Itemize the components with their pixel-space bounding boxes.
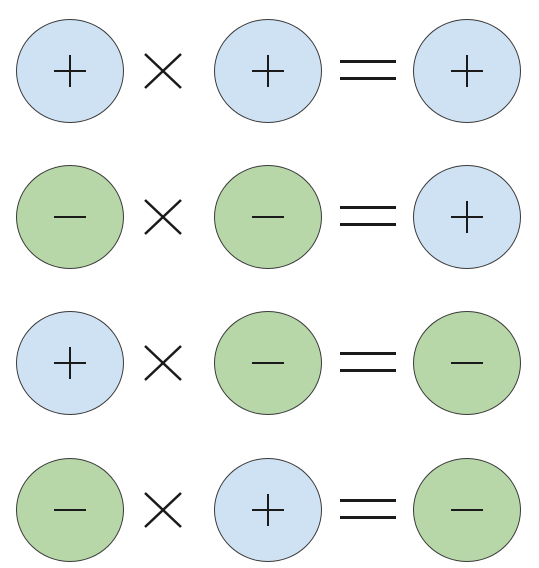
- minus-icon: [54, 201, 86, 233]
- positive-circle: [16, 19, 124, 123]
- times-icon: [144, 345, 182, 381]
- times-icon: [144, 53, 182, 89]
- plus-icon: [54, 347, 86, 379]
- negative-circle: [16, 165, 124, 269]
- minus-icon: [252, 347, 284, 379]
- times-icon: [144, 492, 182, 528]
- negative-result-circle: [413, 311, 521, 415]
- rule-row-negative-times-positive: [0, 458, 539, 568]
- plus-icon: [451, 201, 483, 233]
- rule-row-positive-times-positive: [0, 19, 539, 129]
- positive-circle: [214, 19, 322, 123]
- positive-result-circle: [413, 165, 521, 269]
- negative-circle: [214, 165, 322, 269]
- minus-icon: [451, 494, 483, 526]
- plus-icon: [252, 55, 284, 87]
- negative-result-circle: [413, 458, 521, 562]
- plus-icon: [451, 55, 483, 87]
- negative-circle: [16, 458, 124, 562]
- equals-icon: [340, 201, 396, 233]
- positive-circle: [16, 311, 124, 415]
- times-icon: [144, 199, 182, 235]
- positive-result-circle: [413, 19, 521, 123]
- negative-circle: [214, 311, 322, 415]
- positive-circle: [214, 458, 322, 562]
- plus-icon: [54, 55, 86, 87]
- plus-icon: [252, 494, 284, 526]
- minus-icon: [451, 347, 483, 379]
- equals-icon: [340, 347, 396, 379]
- rule-row-negative-times-negative: [0, 165, 539, 275]
- minus-icon: [54, 494, 86, 526]
- equals-icon: [340, 494, 396, 526]
- equals-icon: [340, 55, 396, 87]
- minus-icon: [252, 201, 284, 233]
- rule-row-positive-times-negative: [0, 311, 539, 421]
